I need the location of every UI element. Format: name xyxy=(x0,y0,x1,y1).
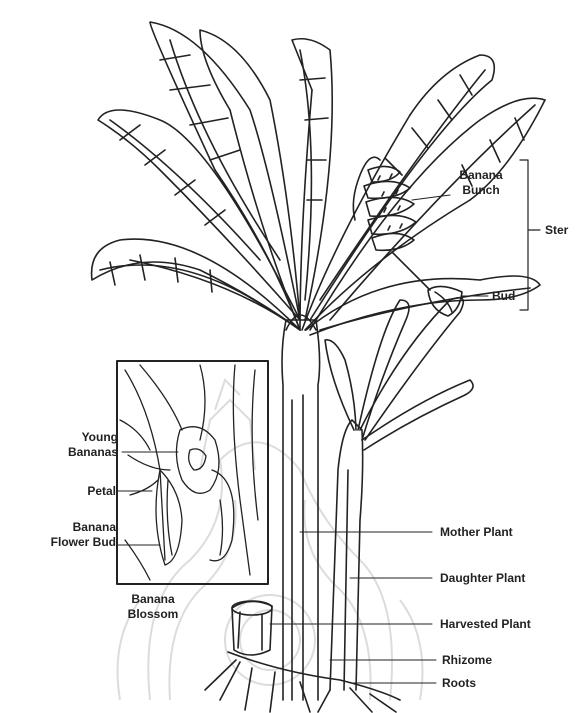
label-young-bananas: Young Bananas xyxy=(20,430,118,460)
bunch-stalk xyxy=(353,157,380,220)
label-bud: Bud xyxy=(492,289,515,304)
label-daughter-plant: Daughter Plant xyxy=(440,571,525,586)
leaf xyxy=(200,30,300,320)
label-petal: Petal xyxy=(40,484,116,499)
label-banana-bunch: Banana Bunch xyxy=(446,168,516,198)
banana-bunch xyxy=(364,166,416,250)
blossom-inset-drawing xyxy=(120,365,258,580)
label-flower-bud: Banana Flower Bud xyxy=(4,520,116,550)
label-rhizome: Rhizome xyxy=(442,653,492,668)
blossom-inset-frame xyxy=(117,361,268,584)
rhizome xyxy=(228,652,400,700)
label-mother-plant: Mother Plant xyxy=(440,525,513,540)
leaf xyxy=(98,110,300,320)
label-banana-blossom: Banana Blossom xyxy=(108,592,198,622)
label-roots: Roots xyxy=(442,676,476,691)
label-harvested-plant: Harvested Plant xyxy=(440,617,531,632)
label-stem: Ster xyxy=(545,223,568,238)
daughter-leaf xyxy=(360,298,463,440)
stem-bracket xyxy=(520,160,528,310)
